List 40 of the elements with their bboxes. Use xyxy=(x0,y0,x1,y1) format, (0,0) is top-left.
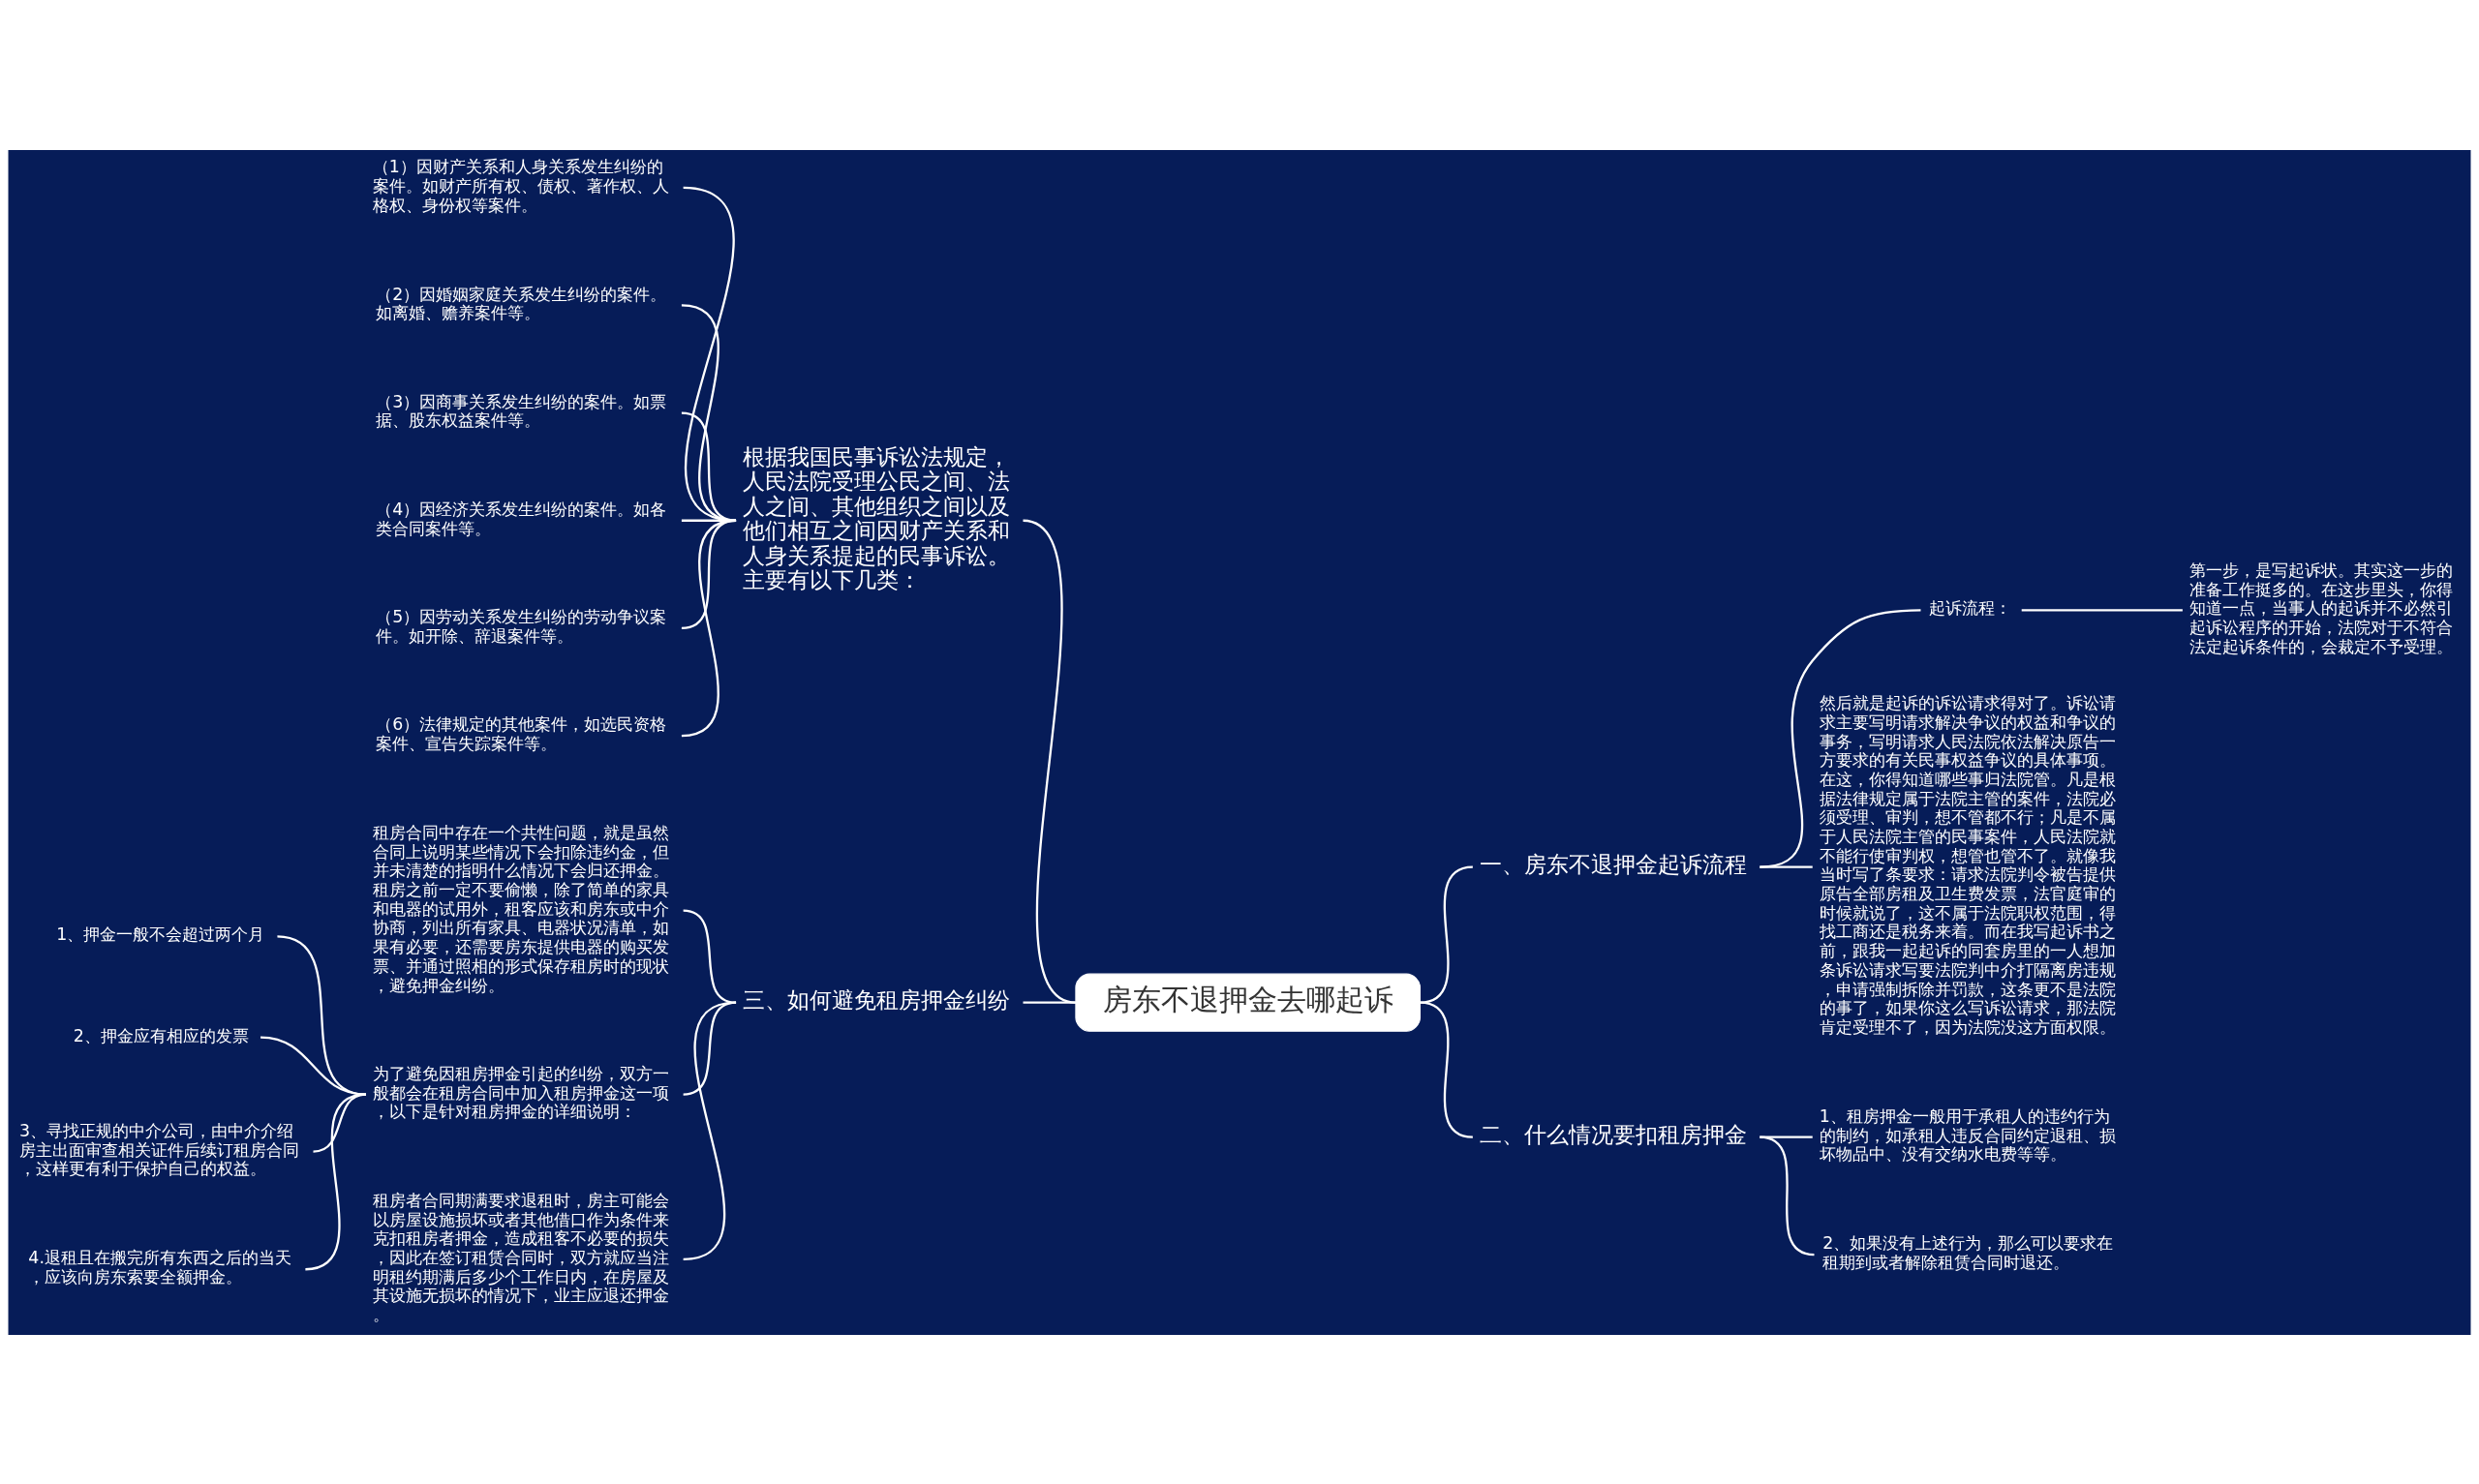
node-text: 二、什么情况要扣租房押金 xyxy=(1479,1121,1747,1147)
node-text: （3）因商事关系发生纠纷的案件。如票据、股东权益案件等。 xyxy=(376,391,667,430)
node-text: 2、如果没有上述行为，那么可以要求在租期到或者解除租赁合同时退还。 xyxy=(1822,1232,2114,1272)
node-text: 1、租房押金一般用于承租人的违约行为的制约，如承租人违反合同约定退租、损坏物品中、没有交纳水电费等等。 xyxy=(1819,1105,2116,1164)
node-text: （1）因财产关系和人身关系发生纠纷的案件。如财产所有权、债权、著作权、人格权、身份权等案件。 xyxy=(372,156,669,215)
node-text: 租房合同中存在一个共性问题，就是虽然合同上说明某些情况下会扣除违约金，但并未清楚的指明什么情况下会归还押金。租房之前一定不要偷懒，除了简单的家具和电器的试用外，租客应该和房东或中介协商，列出所有家具、电器状况清单，如果有必要，还需要房东提供电器的购买发票、并通过照相的形式保存租房时的现状，避免押金纠纷。 xyxy=(372,822,669,994)
connector xyxy=(683,909,737,1004)
connector xyxy=(681,410,737,522)
connector xyxy=(1023,1001,1076,1004)
connector xyxy=(2021,608,2183,611)
node-text: （5）因劳动关系发生纠纷的劳动争议案件。如开除、辞退案件等。 xyxy=(376,606,667,646)
node-text: （6）法律规定的其他案件，如选民资格案件、宣告失踪案件等。 xyxy=(376,713,667,753)
node-text: 为了避免因租房押金引起的纠纷，双方一般都会在租房合同中加入租房押金这一项，以下是针对租房押金的详细说明： xyxy=(372,1063,669,1121)
connector xyxy=(305,1092,367,1270)
connector xyxy=(683,186,737,522)
connector xyxy=(1760,864,1813,868)
connector xyxy=(683,1001,737,1260)
node-text: 2、押金应有相应的发票 xyxy=(73,1025,249,1045)
connector xyxy=(1760,1135,1813,1138)
connector xyxy=(1760,1135,1815,1256)
node-text: 1、押金一般不会超过两个月 xyxy=(56,924,265,944)
node-box: 房东不退押金去哪起诉 xyxy=(1075,973,1421,1032)
node-text: 4.退租且在搬完所有东西之后的当天，应该向房东索要全额押金。 xyxy=(28,1247,291,1287)
connector xyxy=(260,1035,367,1096)
node-text: 租房者合同期满要求退租时，房主可能会以房屋设施损坏或者其他借口作为条件来克扣租房者押金，造成租客不必要的损失，因此在签订租赁合同时，双方就应当注明租约期满后多少个工作日内，在房屋及其设施无损坏的情况下，业主应退还押金。 xyxy=(372,1190,669,1324)
connector xyxy=(681,519,737,737)
connector xyxy=(1023,519,1077,1004)
node-text: 根据我国民事诉讼法规定，人民法院受理公民之间、法人之间、其他组织之间以及他们相互之间因财产关系和人身关系提起的民事诉讼。主要有以下几类： xyxy=(743,443,1011,592)
node-text: 然后就是起诉的诉讼请求得对了。诉讼请求主要写明请求解决争议的权益和争议的事务，写明请求人民法院依法解决原告一方要求的有关民事权益争议的具体事项。在这，你得知道哪些事归法院管。凡是根据法律规定属于法院主管的案件，法院必须受理、审判，想不管都不行；凡是不属于人民法院主管的民事案件，人民法院就不能行使审判权，想管也管不了。就像我当时写了条要求：请求法院判令被告提供原告全部房租及卫生费发票，法官庭审的时候就说了，这不属于法院职权范围，得找工商还是税务来着。而在我写起诉书之前，跟我一起起诉的同套房里的一人想加条诉讼请求写要法院判中介打隔离房违规，申请强制拆除并罚款，这条更不是法院的事了，如果你这么写诉讼请求，那法院肯定受理不了，因为法院没这方面权限。 xyxy=(1819,692,2116,1037)
node-text: 起诉流程： xyxy=(1928,597,2011,618)
node-text: 三、如何避免租房押金纠纷 xyxy=(743,986,1011,1013)
node-text: 第一步，是写起诉状。其实这一步的准备工作挺多的。在这步里头，你得知道一点，当事人的起诉并不必然引起诉讼程序的开始，法院对于不符合法定起诉条件的，会裁定不予受理。 xyxy=(2188,560,2453,656)
connector xyxy=(1420,864,1474,1004)
node-text: （4）因经济关系发生纠纷的案件。如各类合同案件等。 xyxy=(376,499,667,538)
connector xyxy=(1760,608,1921,868)
node-text: 一、房东不退押金起诉流程 xyxy=(1479,851,1747,877)
node-text: （2）因婚姻家庭关系发生纠纷的案件。如离婚、赡养案件等。 xyxy=(376,284,667,322)
node-text: 3、寻找正规的中介公司，由中介介绍房主出面审查相关证件后续订租房合同，这样更有利于保护自己的权益。 xyxy=(19,1120,300,1178)
connector xyxy=(1420,1001,1474,1138)
connector xyxy=(681,303,737,522)
